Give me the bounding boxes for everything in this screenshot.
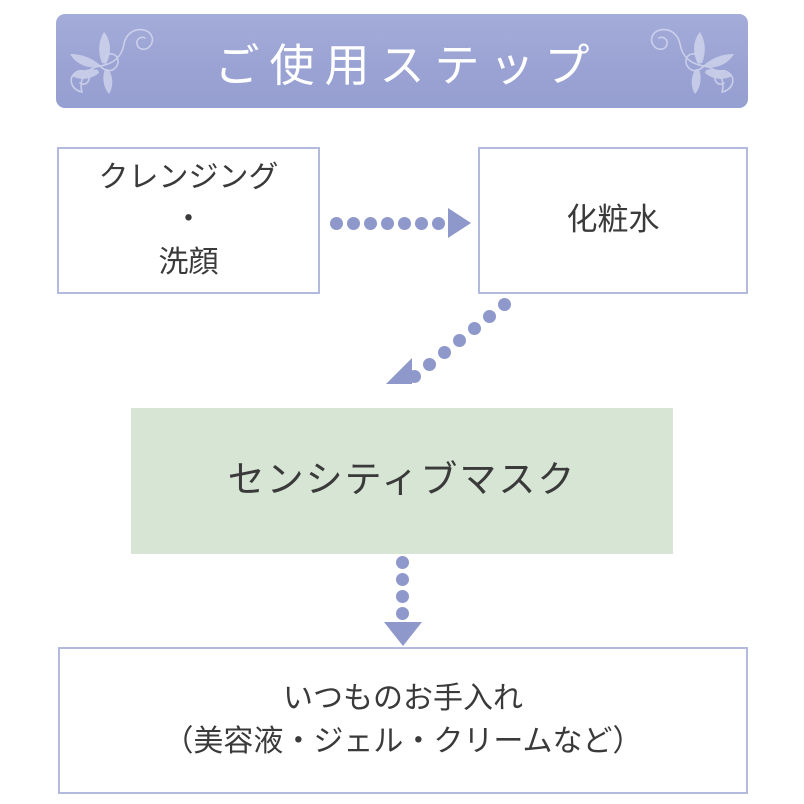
step-box-cleansing-line-1: クレンジング bbox=[98, 160, 279, 194]
arrow-dot bbox=[483, 310, 496, 323]
arrow-dot bbox=[396, 590, 409, 603]
arrow-dot bbox=[364, 217, 377, 230]
arrow-dot bbox=[415, 217, 428, 230]
arrow-dot bbox=[347, 217, 360, 230]
arrow-head-down-left bbox=[386, 358, 412, 384]
arrow-lotion-to-mask bbox=[386, 296, 516, 396]
arrow-head-down bbox=[384, 622, 422, 646]
header-banner: ご使用ステップ bbox=[56, 14, 748, 108]
arrow-mask-to-routine bbox=[383, 556, 423, 648]
arrow-dot bbox=[438, 346, 451, 359]
step-box-sensitive-mask: センシティブマスク bbox=[131, 408, 673, 554]
step-box-sensitive-mask-line-1: センシティブマスク bbox=[227, 459, 577, 501]
arrow-dot bbox=[381, 217, 394, 230]
arrow-dot bbox=[398, 217, 411, 230]
step-box-cleansing-line-2: ・ bbox=[173, 203, 204, 237]
step-box-cleansing: クレンジング ・ 洗顔 bbox=[57, 147, 320, 294]
arrow-cleansing-to-lotion bbox=[330, 208, 471, 240]
page-title: ご使用ステップ bbox=[214, 40, 600, 91]
arrow-dot bbox=[330, 217, 343, 230]
step-box-cleansing-line-3: 洗顔 bbox=[158, 245, 219, 279]
arrow-dot bbox=[432, 217, 445, 230]
arrow-dot bbox=[396, 556, 409, 569]
step-box-routine-line-2: （美容液・ジェル・クリームなど） bbox=[163, 724, 643, 758]
arrow-dot bbox=[468, 322, 481, 335]
arrow-dot bbox=[498, 298, 511, 311]
arrow-dot bbox=[423, 358, 436, 371]
arrow-dot bbox=[396, 573, 409, 586]
step-box-lotion: 化粧水 bbox=[478, 147, 748, 294]
step-box-routine-line-1: いつものお手入れ bbox=[282, 681, 523, 715]
arrow-head-right bbox=[448, 208, 471, 238]
arrow-dot bbox=[453, 334, 466, 347]
arrow-dot bbox=[396, 607, 409, 620]
step-box-routine: いつものお手入れ （美容液・ジェル・クリームなど） bbox=[58, 647, 748, 794]
step-box-lotion-line-1: 化粧水 bbox=[566, 202, 660, 238]
